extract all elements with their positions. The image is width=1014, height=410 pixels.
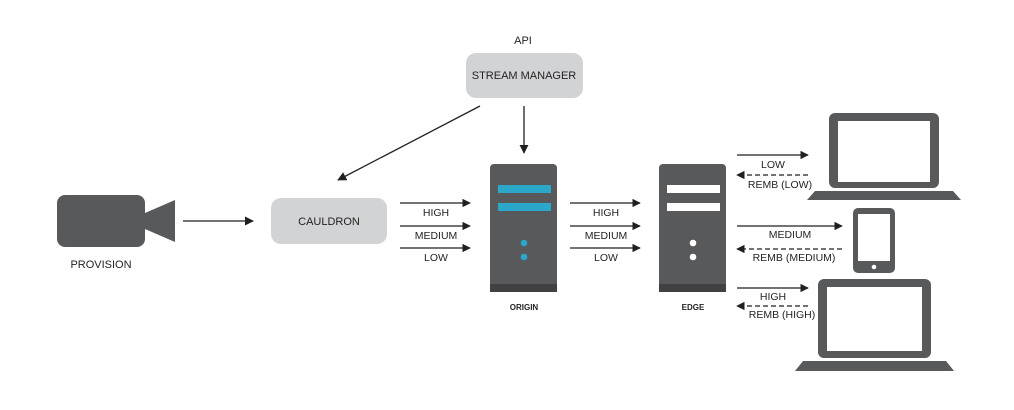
stream-label-low: LOW: [424, 252, 448, 264]
remb-label-low: REMB (LOW): [748, 179, 812, 191]
stream-label-medium: MEDIUM: [415, 230, 458, 242]
tablet-arrows: MEDIUM REMB (MEDIUM): [736, 221, 843, 264]
cauldron-to-origin-arrows: HIGH MEDIUM LOW: [400, 198, 471, 264]
stream-label-high: HIGH: [760, 291, 786, 303]
origin-to-edge-arrows: HIGH MEDIUM LOW: [570, 198, 641, 264]
laptop-icon: [807, 113, 961, 200]
origin-label: ORIGIN: [510, 303, 539, 312]
remb-label-high: REMB (HIGH): [749, 309, 816, 321]
tablet-icon: [853, 208, 895, 273]
stream-manager-box: [466, 53, 583, 98]
provision-label: PROVISION: [70, 259, 131, 271]
remb-label-medium: REMB (MEDIUM): [753, 252, 836, 264]
server-icon: [490, 164, 557, 292]
cauldron-label: CAULDRON: [298, 216, 360, 228]
edge-label: EDGE: [682, 303, 705, 312]
stream-label-medium: MEDIUM: [585, 230, 628, 242]
video-camera-icon: [57, 195, 175, 247]
stream-label-low: LOW: [761, 159, 785, 171]
laptop-bottom-arrows: HIGH REMB (HIGH): [736, 283, 816, 321]
stream-label-low: LOW: [594, 252, 618, 264]
stream-label-medium: MEDIUM: [769, 229, 812, 241]
manager-to-cauldron-arrow: [337, 105, 481, 181]
cauldron-box: [271, 198, 387, 244]
laptop-top-arrows: LOW REMB (LOW): [736, 150, 812, 191]
api-label: API: [514, 35, 532, 47]
stream-label-high: HIGH: [423, 207, 449, 219]
server-icon: [659, 164, 726, 292]
stream-label-high: HIGH: [593, 207, 619, 219]
stream-manager-label: STREAM MANAGER: [472, 70, 577, 82]
laptop-icon: [795, 279, 954, 371]
